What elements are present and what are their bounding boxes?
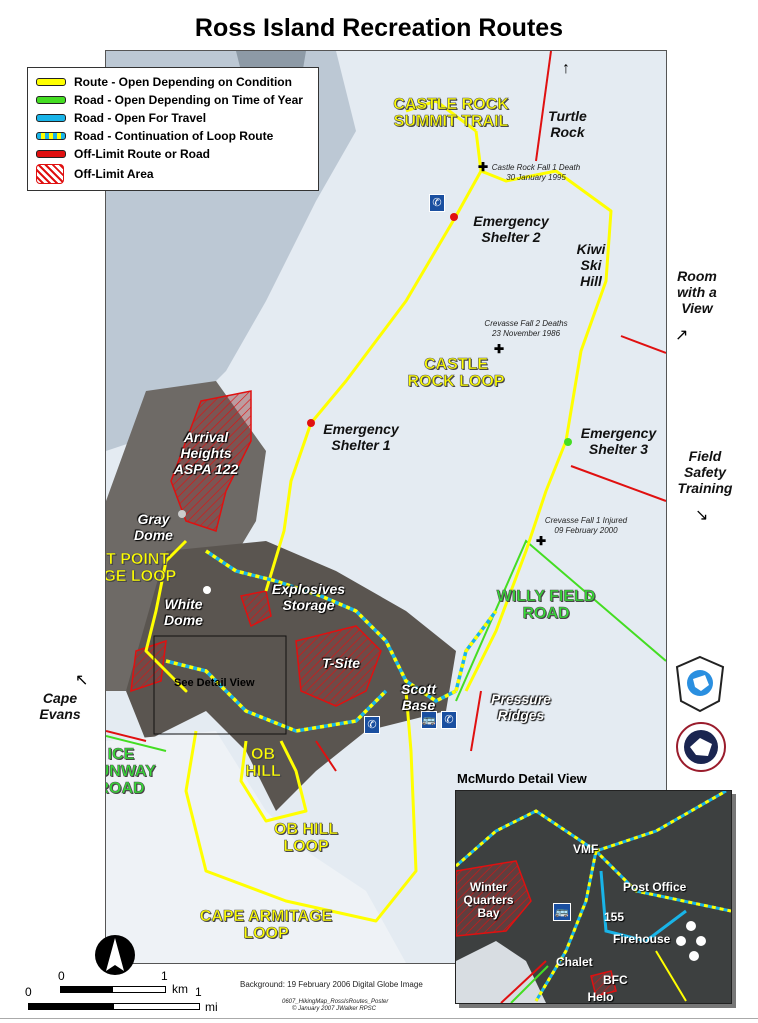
route-label-ob-hill: OB HILL: [245, 746, 281, 781]
label-gray-dome: Gray Dome: [134, 511, 173, 543]
offlimit-arrival-heights: [170, 390, 252, 532]
file-credit: 0607_HikingMap_RossIsRoutes_Poster: [282, 999, 389, 1005]
trail-system-logo: [675, 655, 725, 713]
legend-item: Road - Continuation of Loop Route: [36, 127, 318, 145]
label-field-safety: Field Safety Training: [677, 448, 733, 496]
label-155: 155: [604, 910, 625, 924]
mcmurdo-detail-map[interactable]: 🚌 VMF Post Office 155 Firehouse Chalet B…: [455, 790, 732, 1004]
detail-view-box: [153, 635, 287, 735]
arrow-southeast-icon: ↘: [695, 507, 709, 524]
incident-cross-icon: ✚: [536, 534, 546, 548]
arrow-northeast-icon: ↗: [675, 327, 689, 344]
copyright-credit: © January 2007 JWalker RPSC: [292, 1006, 377, 1012]
scale-mi-0: 0: [25, 985, 32, 999]
legend-item: Road - Open For Travel: [36, 109, 318, 127]
label-firehouse: Firehouse: [613, 932, 671, 946]
label-white-dome: White Dome: [164, 596, 203, 628]
scale-km-1: 1: [161, 969, 168, 983]
scale-bar-km: [60, 986, 166, 993]
detail-graphics: [456, 791, 731, 1003]
offlimit-tsite: [295, 625, 382, 707]
label-scott-base: Scott Base: [401, 681, 436, 713]
label-room-with-a-view: Room with a View: [677, 268, 717, 316]
label-shelter3: Emergency Shelter 3: [580, 425, 657, 457]
route-label-ob-hill-loop: OB HILL LOOP: [274, 821, 339, 856]
shelter3-marker: [564, 438, 572, 446]
label-pressure-ridges: Pressure Ridges: [491, 691, 551, 723]
map-area[interactable]: ✚ ✚ ✚ ✆ ✆ ✆ 🚌 CASTLE ROCK SUMMIT TRAIL C…: [105, 50, 667, 964]
loop-continuation-roads: [165, 549, 498, 733]
detail-view-title: McMurdo Detail View: [457, 771, 587, 786]
label-helo-pad: Helo Pad: [587, 990, 614, 1004]
offlimit-lines: [106, 51, 666, 772]
phone-icon: ✆: [441, 711, 457, 729]
phone-icon: ✆: [364, 716, 380, 734]
scale-bar-mi: [28, 1003, 200, 1010]
route-label-ice-runway: ICE RUNWAY ROAD: [106, 746, 156, 798]
label-shelter2: Emergency Shelter 2: [473, 213, 549, 245]
map-title: Ross Island Recreation Routes: [194, 14, 564, 42]
incident-note: Crevasse Fall 2 Deaths 23 November 1986: [484, 319, 568, 338]
north-arrow-icon: [95, 935, 135, 975]
legend-item: Off-Limit Route or Road: [36, 145, 318, 163]
incident-note: Crevasse Fall 1 Injured 09 February 2000: [544, 516, 628, 535]
label-chalet: Chalet: [556, 955, 593, 969]
label-tsite: T-Site: [321, 655, 361, 671]
route-label-hut-point: HUT POINT RIDGE LOOP: [105, 551, 177, 586]
route-label-willy-field: WILLY FIELD ROAD: [496, 588, 596, 623]
arrow-northwest-icon: ↖: [75, 672, 89, 689]
label-vmf: VMF: [573, 842, 599, 856]
legend-item: Route - Open Depending on Condition: [36, 73, 318, 91]
background-credit: Background: 19 February 2006 Digital Glo…: [240, 980, 423, 989]
bus-icon: 🚌: [421, 711, 437, 729]
scale-mi-1: 1: [195, 985, 202, 999]
see-detail-view-label: See Detail View: [174, 677, 255, 689]
label-bfc: BFC: [603, 973, 628, 987]
label-kiwi: Kiwi Ski Hill: [576, 241, 606, 289]
white-dome-marker: [203, 586, 211, 594]
green-roads: [106, 539, 666, 752]
gray-dome-marker: [178, 510, 186, 518]
label-turtle-rock: Turtle Rock: [548, 108, 587, 140]
legend: Route - Open Depending on Condition Road…: [27, 67, 319, 191]
label-post-office: Post Office: [623, 880, 687, 894]
shelter2-marker: [450, 213, 458, 221]
divider: [0, 1018, 758, 1019]
shelter1-marker: [307, 419, 315, 427]
incident-note: Castle Rock Fall 1 Death 30 January 1995: [491, 163, 581, 182]
legend-item: Road - Open Depending on Time of Year: [36, 91, 318, 109]
offlimit-explosives: [240, 590, 272, 628]
map-graphics: ✚ ✚ ✚: [106, 51, 666, 963]
route-label-castle-rock-loop: CASTLE ROCK LOOP: [407, 356, 505, 391]
scale-km-unit: km: [172, 982, 188, 996]
peninsula-rock: [126, 541, 456, 811]
label-winter-quarters-bay: Winter Quarters Bay: [463, 880, 514, 920]
scale-km-0: 0: [58, 969, 65, 983]
route-label-cape-armitage: CAPE ARMITAGE LOOP: [199, 908, 333, 943]
route-label-castle-rock-summit: CASTLE ROCK SUMMIT TRAIL: [393, 96, 509, 131]
incident-cross-icon: ✚: [494, 342, 504, 356]
label-shelter1: Emergency Shelter 1: [323, 421, 399, 453]
label-explosives: Explosives Storage: [271, 581, 346, 613]
phone-icon: ✆: [429, 194, 445, 212]
yellow-routes: [144, 99, 613, 923]
scale-mi-unit: mi: [205, 1000, 218, 1014]
usap-logo: [676, 722, 726, 772]
hatched-area-icon: [36, 164, 64, 184]
label-arrival-heights: Arrival Heights ASPA 122: [173, 429, 239, 477]
legend-item: Off-Limit Area: [36, 163, 318, 185]
bus-icon: 🚌: [553, 903, 571, 921]
incident-cross-icon: ✚: [478, 160, 488, 174]
arrow-up-icon: ↑: [562, 60, 570, 77]
label-cape-evans: Cape Evans: [39, 690, 81, 722]
